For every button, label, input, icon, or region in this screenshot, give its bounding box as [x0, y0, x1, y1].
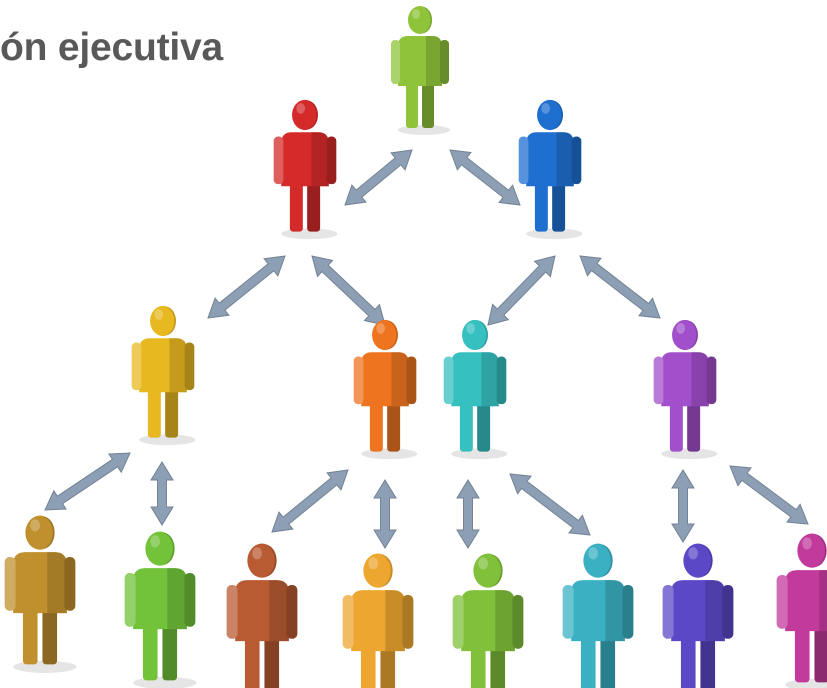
- double-arrow-p5-p11: [373, 479, 397, 549]
- double-arrow-p4-p9: [150, 461, 174, 526]
- double-arrow-p3-p7: [579, 255, 661, 319]
- person-figure-p4: [131, 305, 196, 446]
- double-arrow-p7-p15: [729, 465, 809, 525]
- double-arrow-p2-p4: [207, 255, 286, 319]
- double-arrow-p6-p13: [509, 473, 591, 536]
- person-figure-p9: [124, 531, 197, 688]
- person-figure-p2: [273, 99, 338, 240]
- double-arrow-p3-p6: [487, 255, 556, 326]
- person-figure-p11: [342, 553, 414, 688]
- person-figure-p10: [226, 543, 298, 688]
- person-figure-p1: [391, 6, 450, 135]
- double-arrow-p4-p8: [44, 452, 131, 511]
- person-figure-p7: [653, 319, 718, 460]
- person-figure-p12: [452, 553, 524, 688]
- double-arrow-p1-p2: [344, 149, 413, 206]
- double-arrow-p5-p10: [271, 469, 349, 533]
- person-figure-p5: [353, 319, 418, 460]
- person-figure-p14: [662, 543, 734, 688]
- double-arrow-p2-p5: [311, 255, 386, 326]
- double-arrow-p6-p12: [456, 479, 480, 549]
- person-figure-p3: [518, 99, 583, 240]
- person-figure-p15: [776, 533, 827, 688]
- double-arrow-p7-p14: [671, 469, 695, 543]
- person-figure-p13: [562, 543, 634, 688]
- double-arrow-p1-p3: [449, 149, 521, 206]
- diagram-title: ón ejecutiva: [0, 26, 224, 69]
- person-figure-p6: [443, 319, 508, 460]
- person-figure-p8: [4, 515, 77, 673]
